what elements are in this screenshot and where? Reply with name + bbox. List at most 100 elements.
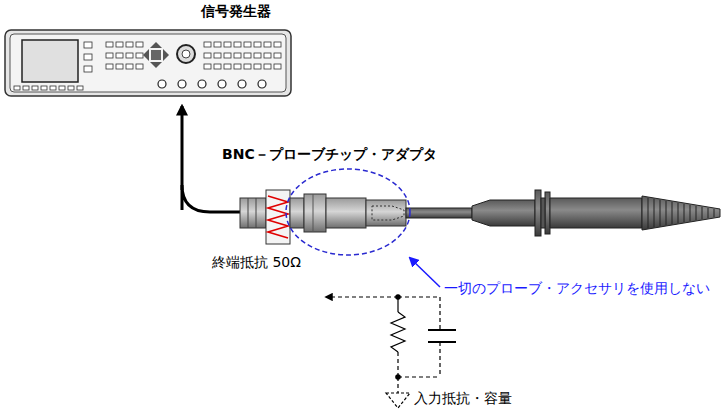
bnc-probe-tip-adapter	[313, 194, 314, 232]
signal-generator	[151, 50, 161, 60]
generator-buttons	[126, 53, 133, 58]
generator-buttons	[244, 42, 251, 47]
generator-buttons	[106, 53, 113, 58]
strain-relief-ribs	[672, 202, 673, 224]
generator-buttons	[178, 80, 186, 88]
input-rc-circuit	[398, 296, 440, 297]
signal-generator	[163, 49, 169, 61]
generator-buttons	[214, 64, 221, 69]
cable-arrow	[181, 106, 184, 190]
generator-buttons	[264, 53, 271, 58]
strain-relief-ribs	[702, 207, 703, 219]
generator-buttons	[214, 42, 221, 47]
generator-buttons	[84, 66, 92, 72]
generator-buttons	[224, 53, 231, 58]
generator-buttons	[14, 42, 281, 90]
generator-buttons	[14, 86, 20, 90]
generator-buttons	[84, 42, 92, 48]
cable	[182, 185, 242, 212]
circuit-label: 入力抵抗・容量	[414, 390, 512, 407]
strain-relief-ribs	[648, 198, 714, 228]
generator-buttons	[254, 42, 261, 47]
generator-buttons	[258, 80, 266, 88]
generator-buttons	[126, 64, 133, 69]
signal-generator	[177, 45, 195, 63]
generator-buttons	[224, 64, 231, 69]
generator-buttons	[158, 80, 166, 88]
oscilloscope-probe	[642, 196, 720, 230]
generator-buttons	[244, 64, 251, 69]
input-rc-circuit	[398, 376, 440, 377]
generator-buttons	[136, 42, 143, 47]
signal-generator	[143, 49, 149, 61]
generator-buttons	[126, 42, 133, 47]
input-rc-circuit	[386, 393, 410, 408]
generator-buttons	[254, 64, 261, 69]
generator-buttons	[41, 86, 47, 90]
oscilloscope-probe	[472, 200, 535, 226]
generator-buttons	[59, 86, 65, 90]
generator-buttons	[234, 53, 241, 58]
generator-buttons	[50, 86, 56, 90]
signal-generator	[10, 34, 286, 92]
generator-buttons	[238, 80, 246, 88]
strain-relief-ribs	[648, 198, 649, 228]
signal-generator	[22, 40, 78, 82]
generator-buttons	[198, 80, 206, 88]
generator-buttons	[264, 64, 271, 69]
adapter-label: BNC－プローブチップ・アダプタ	[222, 146, 437, 163]
input-rc-circuit	[397, 352, 398, 377]
signal-generator	[150, 62, 162, 68]
terminator-label: 終端抵抗 50Ω	[212, 254, 301, 271]
signal-generator	[182, 50, 190, 58]
bnc-connector	[240, 198, 266, 228]
generator-buttons	[106, 42, 113, 47]
oscilloscope-probe	[406, 208, 472, 218]
input-rc-circuit	[428, 341, 456, 343]
generator-buttons	[264, 42, 271, 47]
bnc-probe-tip-adapter	[304, 194, 326, 232]
strain-relief-ribs	[678, 203, 679, 223]
input-rc-circuit	[439, 342, 440, 377]
generator-buttons	[204, 53, 211, 58]
input-rc-circuit	[326, 296, 398, 297]
strain-relief-ribs	[666, 201, 667, 225]
generator-buttons	[116, 53, 123, 58]
generator-buttons	[23, 86, 29, 90]
generator-buttons	[204, 64, 211, 69]
generator-buttons	[106, 64, 113, 69]
device-label: 信号発生器	[201, 3, 271, 20]
generator-buttons	[214, 53, 221, 58]
input-rc-circuit	[397, 297, 398, 312]
signal-generator	[5, 30, 291, 96]
highlight-ellipse	[286, 169, 410, 255]
signal-generator	[5, 30, 291, 96]
generator-buttons	[116, 64, 123, 69]
generator-buttons	[234, 42, 241, 47]
generator-buttons	[274, 64, 281, 69]
generator-buttons	[77, 86, 83, 90]
note-label: 一切のプローブ・アクセサリを使用しない	[444, 280, 710, 297]
oscilloscope-probe	[545, 192, 550, 234]
bnc-connector	[248, 198, 249, 228]
strain-relief-ribs	[690, 205, 691, 221]
generator-buttons	[224, 42, 231, 47]
bnc-probe-tip-adapter	[326, 198, 366, 228]
input-rc-circuit	[397, 377, 398, 393]
generator-buttons	[244, 53, 251, 58]
oscilloscope-probe	[535, 190, 541, 236]
bnc-probe-tip-adapter	[366, 200, 406, 226]
bnc-connector	[240, 198, 266, 228]
generator-buttons	[136, 64, 143, 69]
bnc-probe-tip-adapter	[372, 206, 404, 220]
bnc-connector	[256, 198, 257, 228]
strain-relief-ribs	[684, 204, 685, 222]
generator-buttons	[84, 54, 92, 60]
bnc-probe-tip-adapter	[290, 198, 304, 228]
oscilloscope-probe	[406, 190, 720, 236]
strain-relief-ribs	[654, 199, 655, 227]
generator-buttons	[254, 53, 261, 58]
generator-buttons	[116, 42, 123, 47]
